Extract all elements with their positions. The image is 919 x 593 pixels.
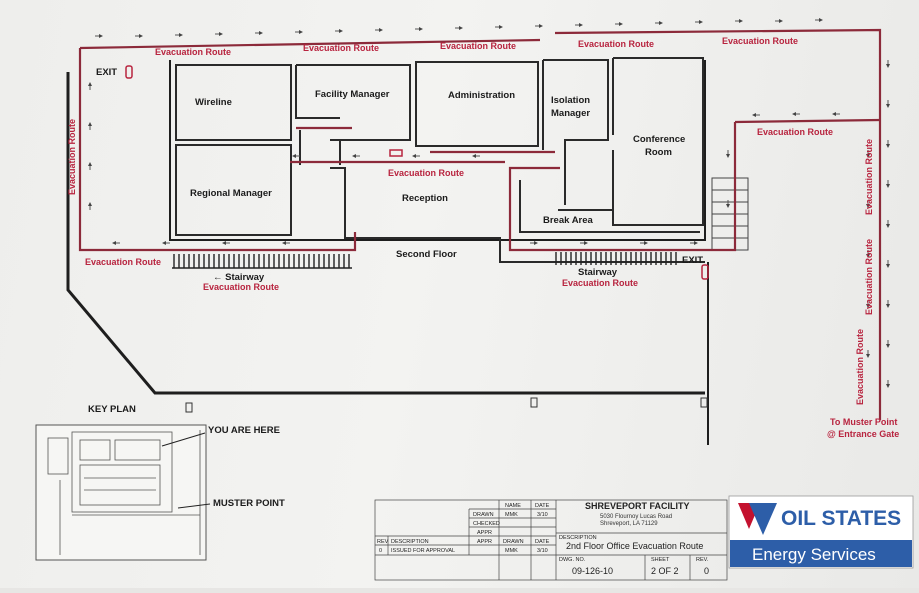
stairway-east <box>711 177 749 251</box>
tb-dwg-label: DWG. NO. <box>559 557 586 563</box>
logo-name: OIL STATES <box>781 507 901 530</box>
title-block <box>374 499 728 581</box>
room-reception: Reception <box>402 193 448 204</box>
you-are-here-label: YOU ARE HERE <box>208 425 280 436</box>
evac-label: Evacuation Route <box>155 47 231 57</box>
stairway-left <box>172 254 352 269</box>
room-facility-manager: Facility Manager <box>315 89 390 100</box>
stairway-right <box>555 252 677 265</box>
evac-label: Evacuation Route <box>562 278 638 288</box>
tb-desc-hdr: DESCRIPTION <box>391 539 429 545</box>
evac-label: Evacuation Route <box>440 41 516 51</box>
evac-label: Evacuation Route <box>757 127 833 137</box>
tb-drawn-name: MMK <box>505 512 518 518</box>
exit-door-icon <box>125 65 709 280</box>
room-conference-line1: Conference <box>633 134 685 145</box>
evac-label: Evacuation Route <box>722 36 798 46</box>
evac-label: Evacuation Route <box>864 239 874 315</box>
evac-label: Evacuation Route <box>855 329 865 405</box>
evac-label: Evacuation Route <box>388 168 464 178</box>
exit-label-east: EXIT <box>682 255 703 266</box>
tb-facility: SHREVEPORT FACILITY <box>585 501 690 511</box>
tb-drawn-date: 3/10 <box>537 512 548 518</box>
key-plan: KEY PLAN YOU ARE HERE MUSTER POINT <box>35 404 285 561</box>
building-outline <box>66 60 709 445</box>
evac-label: Evacuation Route <box>203 282 279 292</box>
tb-address2: Shreveport, LA 71129 <box>600 521 658 527</box>
tb-appr-2: APPR <box>477 539 492 545</box>
room-break-area: Break Area <box>543 215 594 226</box>
tb-drawn-2: DRAWN <box>503 539 524 545</box>
tb-rev-label: REV. <box>696 557 709 563</box>
tb-drawn: DRAWN <box>473 512 494 518</box>
tb-rev-drawn-date: 3/10 <box>537 548 548 554</box>
tb-description: 2nd Floor Office Evacuation Route <box>566 541 703 551</box>
room-second-floor: Second Floor <box>396 249 457 260</box>
tb-dwg-no: 09-126-10 <box>572 566 613 576</box>
room-administration: Administration <box>448 90 515 101</box>
evacuation-route-lines <box>78 28 882 420</box>
room-isolation-line2: Manager <box>551 108 590 119</box>
key-plan-title: KEY PLAN <box>88 404 136 415</box>
stairway-label-left: ← Stairway <box>213 272 265 283</box>
muster-point-label: MUSTER POINT <box>213 498 285 509</box>
tb-sheet-value: 2 OF 2 <box>651 566 679 576</box>
tb-col-date: DATE <box>535 503 550 509</box>
logo-tagline: Energy Services <box>752 545 876 564</box>
column-markers <box>185 397 708 413</box>
evac-label: Evacuation Route <box>303 43 379 53</box>
tb-rev-desc: ISSUED FOR APPROVAL <box>391 548 455 554</box>
evac-label: Evacuation Route <box>85 257 161 267</box>
room-walls <box>175 57 705 263</box>
evac-label: Evacuation Route <box>578 39 654 49</box>
evac-label: Evacuation Route <box>864 139 874 215</box>
exit-label-west: EXIT <box>96 67 117 78</box>
tb-col-name: NAME <box>505 503 521 509</box>
tb-date-2: DATE <box>535 539 550 545</box>
muster-note-line1: To Muster Point <box>830 417 897 427</box>
muster-note-line2: @ Entrance Gate <box>827 429 899 439</box>
tb-rev-drawn-name: MMK <box>505 548 518 554</box>
tb-description-label: DESCRIPTION <box>559 535 597 541</box>
oil-states-logo: OIL STATES Energy Services <box>728 495 914 569</box>
evac-label: Evacuation Route <box>67 119 77 195</box>
tb-address1: 5030 Flournoy Lucas Road <box>600 514 672 520</box>
tb-checked: CHECKED <box>473 521 500 527</box>
tb-sheet-label: SHEET <box>651 557 670 563</box>
room-conference-line2: Room <box>645 147 672 158</box>
stairway-label-right: Stairway <box>578 267 618 278</box>
route-direction-arrows <box>88 18 890 388</box>
room-isolation-line1: Isolation <box>551 95 590 106</box>
tb-appr: APPR <box>477 530 492 536</box>
tb-rev-hdr: REV <box>377 539 389 545</box>
room-wireline: Wireline <box>195 97 232 108</box>
tb-rev-value: 0 <box>704 566 709 576</box>
room-regional-manager: Regional Manager <box>190 188 272 199</box>
tb-rev-no: 0 <box>379 548 382 554</box>
